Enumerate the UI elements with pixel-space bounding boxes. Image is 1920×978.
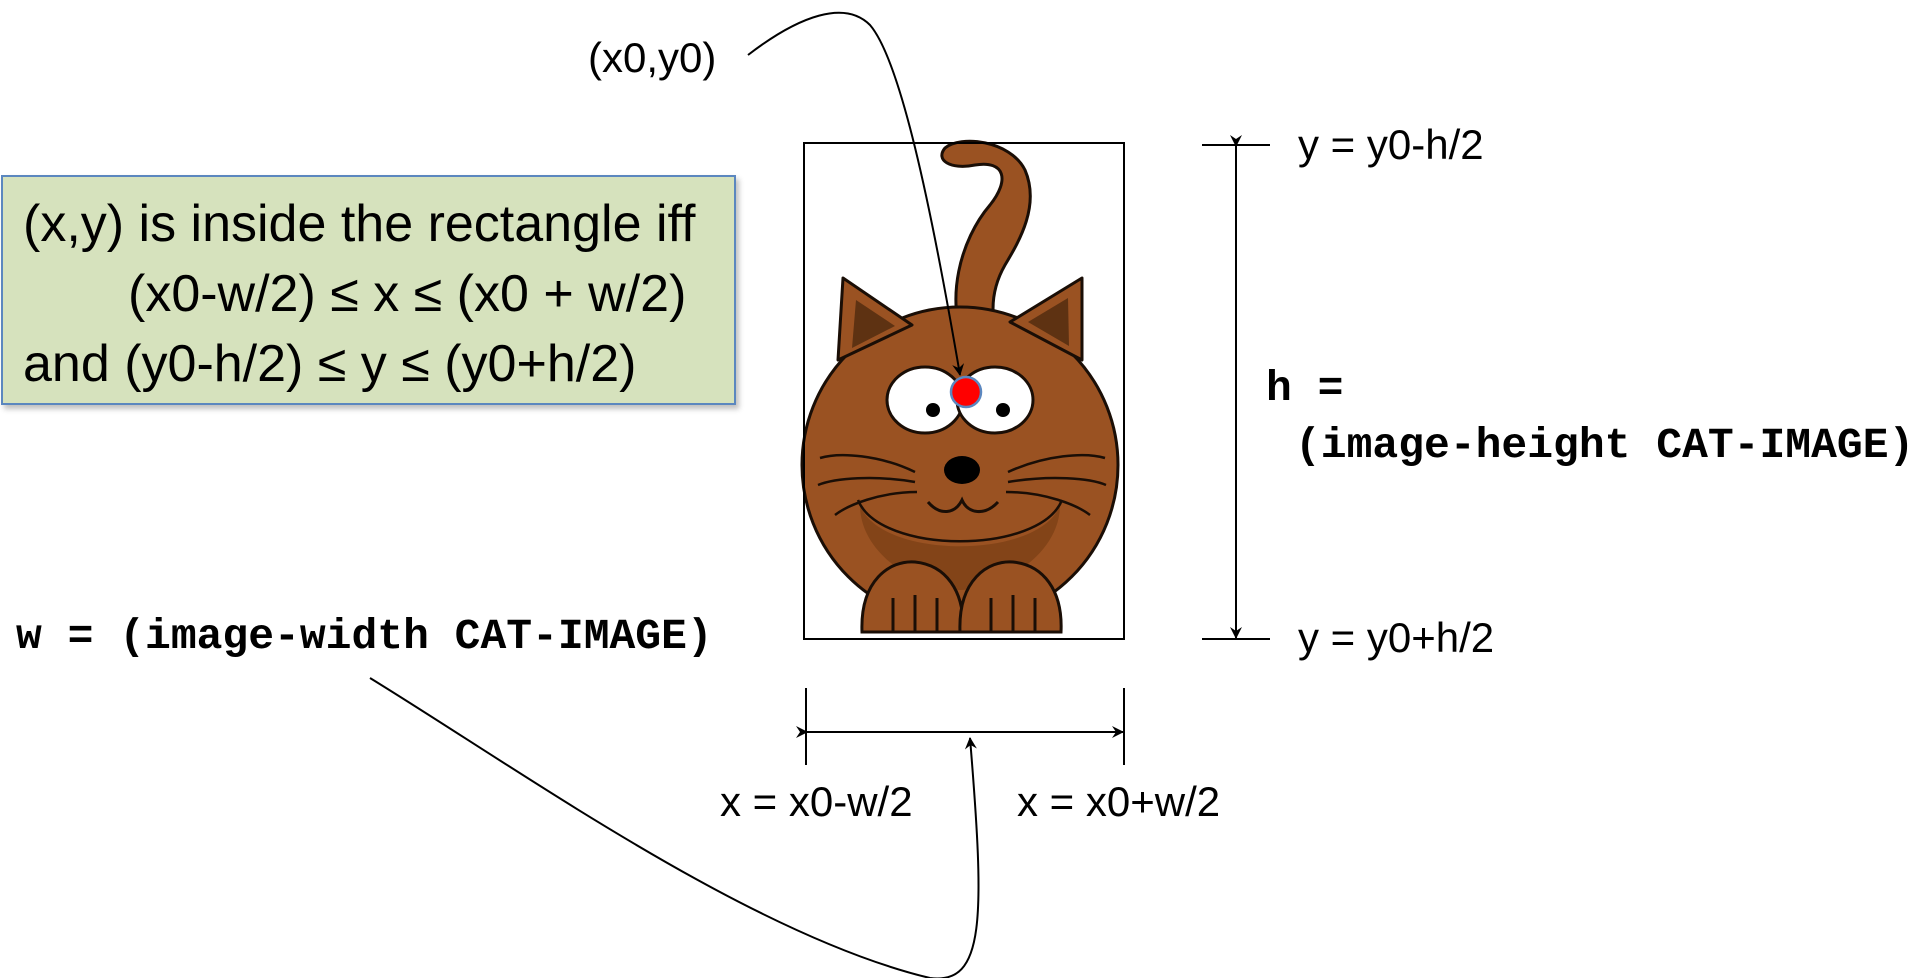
width-dimension	[796, 688, 1125, 765]
height-dimension	[1202, 135, 1270, 640]
bottom-edge-label: y = y0+h/2	[1298, 614, 1495, 661]
height-definition-line-1: h =	[1266, 364, 1344, 413]
cat-whiskers	[817, 453, 1107, 516]
center-point	[949, 375, 983, 409]
inside-condition-box: (x,y) is inside the rectangle iff (x0-w/…	[1, 175, 736, 405]
condition-line-3: and (y0-h/2) ≤ y ≤ (y0+h/2)	[23, 335, 637, 393]
cat-mouth	[926, 496, 1000, 513]
cat-tail	[940, 139, 1032, 347]
condition-line-2: (x0-w/2) ≤ x ≤ (x0 + w/2)	[128, 265, 687, 323]
center-point-label: (x0,y0)	[588, 34, 717, 81]
cat-left-eye	[885, 365, 965, 435]
center-pointer-arrow	[747, 11, 965, 376]
left-edge-label: x = x0-w/2	[720, 778, 913, 825]
width-definition: w = (image-width CAT-IMAGE)	[16, 612, 713, 661]
right-edge-label: x = x0+w/2	[1017, 778, 1221, 825]
condition-line-1: (x,y) is inside the rectangle iff	[23, 195, 696, 253]
cat-paws	[860, 560, 1063, 634]
height-definition-line-2: (image-height CAT-IMAGE)	[1295, 421, 1915, 470]
cat-nose	[944, 456, 980, 484]
image-bounding-rectangle	[803, 142, 1125, 640]
top-edge-label: y = y0-h/2	[1298, 121, 1484, 168]
cat-image	[800, 139, 1120, 634]
width-pointer-arrow	[369, 677, 980, 978]
